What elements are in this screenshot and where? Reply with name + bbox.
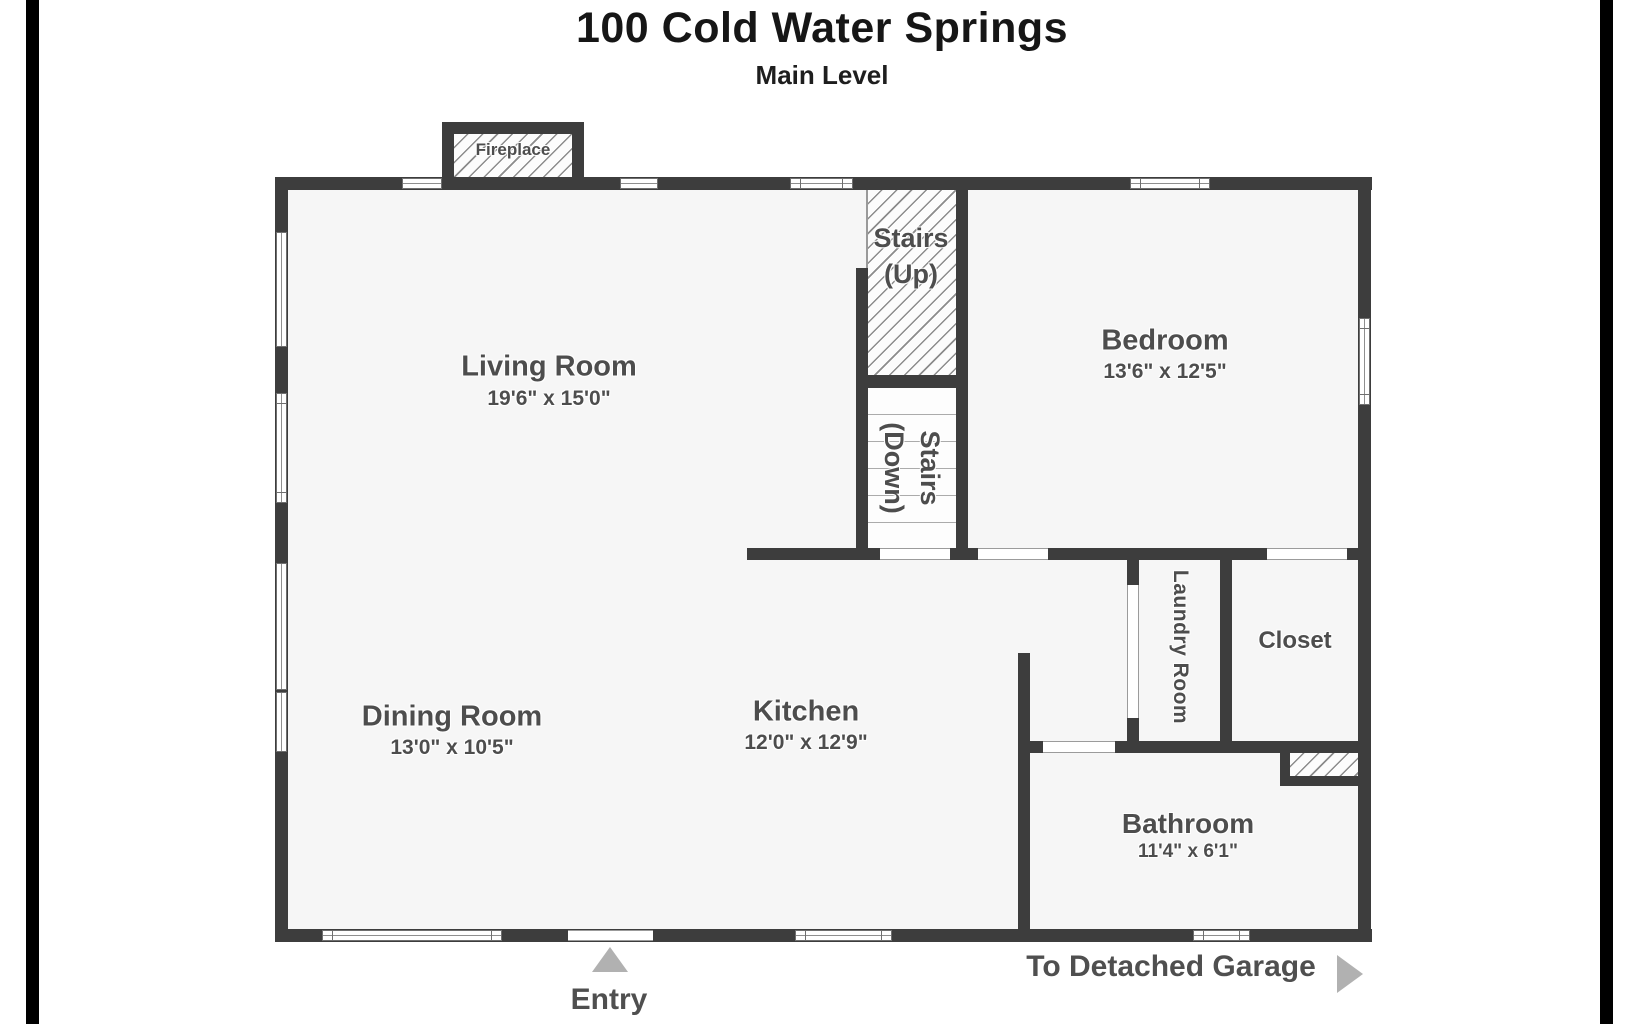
laundry-door-opening — [1127, 585, 1139, 718]
room-label-bedroom: Bedroom — [1101, 324, 1229, 357]
garage-label: To Detached Garage — [1026, 950, 1316, 983]
room-dims-bathroom: 11'4" x 6'1" — [1138, 841, 1238, 862]
fireplace-label: Fireplace — [475, 140, 551, 159]
room-dims-living-room: 19'6" x 15'0" — [487, 387, 611, 410]
window-left-3 — [276, 563, 287, 690]
window-left-4 — [276, 692, 287, 752]
bedroom-door-opening — [1267, 548, 1347, 560]
wall-bedroom-bottom-end — [1347, 548, 1358, 560]
laundry-wall-left-bottom — [1127, 718, 1139, 742]
entry-arrow-icon — [592, 947, 628, 972]
window-bedroom-top — [1130, 178, 1210, 189]
stairs-up-label: Stairs (Up) — [873, 220, 948, 292]
window-left-1 — [276, 232, 287, 347]
stairs-up-label-line2: (Up) — [884, 259, 938, 289]
wall-bathroom-top-b — [1115, 741, 1358, 753]
window-bedroom-right — [1359, 318, 1370, 405]
stairs-up-edge-line — [866, 190, 868, 268]
room-label-bathroom: Bathroom — [1121, 808, 1255, 839]
window-bathroom-bottom — [1193, 930, 1250, 941]
room-dims-kitchen: 12'0" x 12'9" — [744, 731, 868, 754]
bath-niche-wall-left — [1280, 753, 1290, 786]
stairs-down-label: Stairs (Down) — [876, 422, 948, 513]
entry-door-opening — [568, 930, 653, 941]
room-label-dining-room: Dining Room — [361, 700, 543, 733]
laundry-wall-left-top — [1127, 560, 1139, 585]
page-title: 100 Cold Water Springs — [575, 4, 1069, 52]
stairs-down-label-line1: Stairs — [915, 430, 945, 506]
outer-wall-right — [1358, 177, 1371, 942]
page-subtitle: Main Level — [755, 60, 889, 90]
wall-living-kitchen — [747, 548, 880, 560]
wall-bedroom-bottom — [1048, 548, 1267, 560]
window-dining-bottom — [322, 930, 502, 941]
window-kitchen-bottom — [795, 930, 892, 941]
entry-label: Entry — [570, 983, 648, 1016]
hallway-opening — [978, 548, 1048, 560]
room-dims-bedroom: 13'6" x 12'5" — [1103, 360, 1227, 383]
window-top-right-of-fireplace — [620, 178, 658, 189]
edge-stripe-right — [1600, 0, 1613, 1024]
bath-niche-hatch — [1290, 753, 1358, 776]
garage-arrow-icon — [1337, 955, 1363, 993]
wall-kitchen-bathroom-vertical — [1018, 653, 1030, 929]
room-label-living-room: Living Room — [461, 350, 637, 383]
fireplace-hatch — [454, 134, 572, 180]
bathroom-door-opening — [1043, 741, 1115, 753]
room-dims-dining-room: 13'0" x 10'5" — [390, 736, 514, 759]
stairs-down-area — [868, 388, 956, 548]
window-left-2 — [276, 393, 287, 503]
window-top-left-of-stairs — [790, 178, 853, 189]
window-top-left-of-fireplace — [402, 178, 442, 189]
laundry-room-label: Laundry Room — [1169, 569, 1192, 725]
closet-label: Closet — [1258, 627, 1332, 654]
wall-stub-stairs-corner — [950, 548, 978, 560]
edge-stripe-left — [26, 0, 39, 1024]
stairs-up-area — [868, 190, 956, 375]
room-label-kitchen: Kitchen — [752, 695, 860, 728]
stairs-down-label-line2: (Down) — [879, 422, 909, 514]
bath-niche-wall-bottom — [1280, 776, 1358, 786]
wall-bathroom-top-a — [1018, 741, 1043, 753]
stairs-bottom-opening — [880, 548, 950, 560]
laundry-wall-right — [1220, 560, 1232, 753]
stairs-divider-wall — [856, 375, 968, 388]
stairs-wall-left — [856, 268, 868, 560]
stairs-up-label-line1: Stairs — [873, 223, 949, 253]
